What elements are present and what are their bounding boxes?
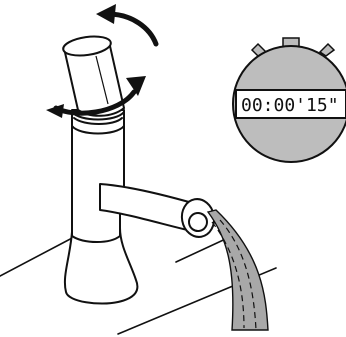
faucet-body	[63, 109, 216, 305]
stopwatch-icon: 00:00'15"	[232, 37, 346, 163]
rotate-top-arrow-icon	[96, 4, 159, 47]
stopwatch-readout: 00:00'15"	[241, 95, 339, 116]
water-stream-icon	[206, 209, 269, 331]
rotate-around-arrow-icon	[46, 76, 146, 118]
faucet-knob	[62, 35, 126, 117]
stopwatch-display	[235, 89, 346, 119]
